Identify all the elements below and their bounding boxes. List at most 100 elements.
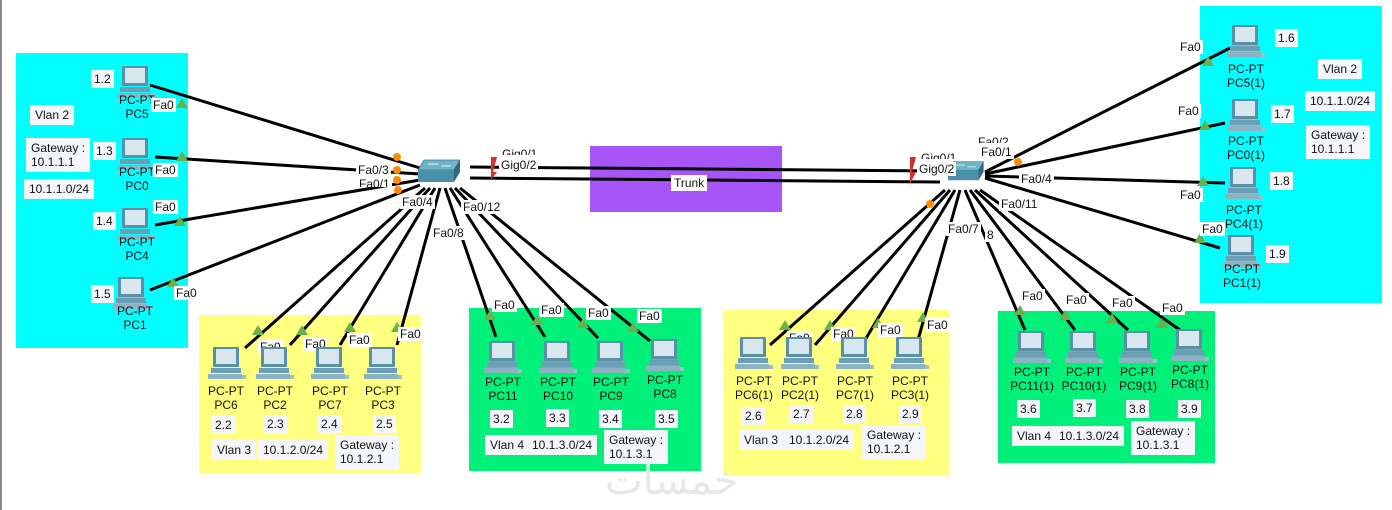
link-pc0-1 (984, 121, 1226, 176)
pc-icon-pc8-1[interactable] (1170, 328, 1210, 364)
pc-name: PC5(1) (1226, 76, 1265, 90)
gateway-label: Gateway : (609, 433, 664, 447)
left-vlan2-vlan-label: Vlan 2 (30, 105, 75, 125)
pc-type: PC-PT (1226, 203, 1262, 217)
pc-ip-pc2-1: 2.7 (790, 405, 813, 423)
pc-icon-pc6[interactable] (207, 346, 247, 382)
pc-icon-pc2[interactable] (255, 346, 295, 382)
pc-name: PC5 (125, 107, 149, 121)
pc-type: PC-PT (892, 374, 928, 388)
port-label-fa0-11-right: Fa0/11 (999, 197, 1040, 211)
pc-type: PC-PT (782, 374, 818, 388)
pc-name: PC9 (599, 389, 623, 403)
pc-ip-pc3: 2.5 (373, 415, 396, 433)
link-up-icon (531, 315, 543, 325)
pc-name: PC2 (263, 398, 287, 412)
switch-left[interactable] (416, 158, 460, 184)
port-label-fa0-7-right: Fa0/7 (946, 222, 981, 236)
pc-ip-pc2: 2.3 (264, 415, 287, 433)
port-label-gig0-2-right: Gig0/2 (917, 162, 957, 176)
pc-icon-pc9[interactable] (591, 340, 631, 376)
pc-type: PC-PT (1224, 262, 1260, 276)
pc-icon-pc3[interactable] (363, 346, 403, 382)
pc-type: PC-PT (736, 374, 772, 388)
port-label-fa0-4: Fa0/4 (400, 195, 435, 209)
pc-icon-pc5-1[interactable] (1226, 24, 1266, 60)
pc-type: PC-PT (257, 384, 293, 398)
pc-name: PC4(1) (1224, 217, 1263, 231)
port-label-fa0-2-right: Fa0/2 (978, 135, 1009, 143)
pc-name: PC0 (125, 179, 149, 193)
gateway-value: 10.1.3.1 (1136, 438, 1180, 452)
pc-icon-pc0-1[interactable] (1226, 98, 1266, 134)
pc-name: PC3 (371, 398, 395, 412)
pc-name: PC9(1) (1118, 379, 1157, 393)
pc-name: PC1(1) (1222, 276, 1261, 290)
pc-ip-pc6-1: 2.6 (742, 407, 765, 425)
pc-icon-pc4-1[interactable] (1224, 166, 1264, 202)
pc-name: PC7 (318, 398, 342, 412)
pc-port-pc0: Fa0 (153, 163, 178, 177)
pc-icon-pc7-1[interactable] (835, 336, 875, 372)
pc-ip-pc9: 3.4 (599, 410, 622, 428)
pc-icon-pc10-1[interactable] (1064, 330, 1104, 366)
right-vlan4-network: 10.1.3.0/24 (1054, 426, 1125, 446)
port-label-fa0-12: Fa0/12 (461, 200, 503, 214)
left-vlan3-network: 10.1.2.0/24 (258, 440, 329, 460)
pc-ip-pc0: 1.3 (93, 142, 116, 160)
right-vlan2-gateway-note: Gateway : 10.1.1.1 (1306, 125, 1371, 159)
port-label-8-right: 8 (985, 228, 996, 242)
pc-icon-pc10[interactable] (538, 340, 578, 376)
pc-icon-pc3-1[interactable] (890, 336, 930, 372)
pc-ip-pc8: 3.5 (655, 410, 678, 428)
link-pc1 (149, 183, 421, 292)
pc-icon-pc11-1[interactable] (1012, 330, 1052, 366)
link-up-icon (1197, 176, 1209, 186)
pc-ip-pc8-1: 3.9 (1178, 400, 1201, 418)
link-pending-icon (393, 166, 401, 174)
pc-icon-pc11[interactable] (483, 340, 523, 376)
right-vlan4-gateway-note: Gateway : 10.1.3.1 (1131, 421, 1196, 455)
pc-name: PC11 (488, 389, 518, 403)
pc-icon-pc6-1[interactable] (734, 336, 774, 372)
pc-name: PC4 (125, 249, 149, 263)
link-pc11-1 (963, 189, 1027, 331)
link-up-icon (779, 320, 791, 330)
pc-type: PC-PT (647, 373, 683, 387)
gateway-value: 10.1.2.1 (340, 452, 384, 466)
pc-type: PC-PT (312, 384, 348, 398)
link-up-icon (1202, 56, 1214, 66)
port-label-fa0-8: Fa0/8 (431, 226, 466, 240)
link-pc2-1 (813, 189, 952, 346)
pc-type: PC-PT (1172, 363, 1208, 377)
pc-port-pc8: Fa0 (637, 309, 662, 323)
link-up-icon (296, 325, 308, 335)
pc-ip-pc10: 3.3 (546, 409, 569, 427)
link-pending-icon (1014, 158, 1022, 166)
pc-icon-pc2-1[interactable] (780, 336, 820, 372)
port-label-gig0-1-right: Gig0/1 (921, 151, 957, 159)
right-vlan3-vlan-label: Vlan 3 (739, 430, 784, 450)
pc-type: PC-PT (1066, 365, 1102, 379)
link-pc10-1 (968, 189, 1077, 331)
pc-port-pc10-1: Fa0 (1064, 293, 1089, 307)
link-up-icon (1059, 310, 1071, 320)
link-pc5-1 (984, 46, 1231, 174)
pc-icon-pc8[interactable] (645, 338, 685, 374)
pc-icon-pc9-1[interactable] (1118, 330, 1158, 366)
pc-icon-pc7[interactable] (310, 346, 350, 382)
link-pc8-1 (979, 188, 1181, 332)
canvas-left-border (0, 0, 2, 510)
pc-ip-pc6: 2.2 (212, 416, 235, 434)
link-up-icon (252, 325, 264, 335)
